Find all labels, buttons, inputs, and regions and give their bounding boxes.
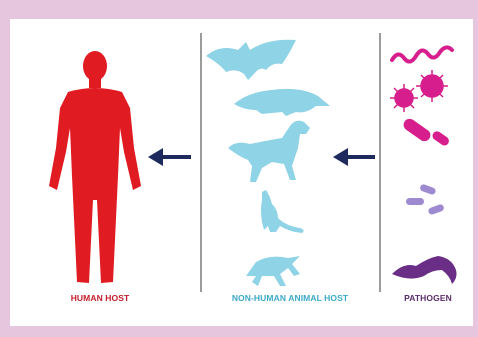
rat-icon [261, 190, 304, 233]
rod-bacteria-icon [401, 116, 450, 147]
anteater-icon [234, 89, 330, 116]
human-host-label: HUMAN HOST [40, 293, 160, 303]
arrow-left-icon [148, 148, 191, 166]
protozoan-icon [392, 256, 457, 284]
dog-icon [228, 121, 310, 182]
arrow-left-icon [333, 148, 375, 166]
virus-icon [390, 70, 448, 112]
spiral-bacteria-icon [392, 47, 452, 61]
cricket-icon [246, 256, 300, 286]
animal-host-label: NON-HUMAN ANIMAL HOST [205, 293, 375, 303]
pathogen-label: PATHOGEN [388, 293, 468, 303]
small-rod-bacteria-icon [406, 183, 445, 215]
human-silhouette-icon [49, 51, 141, 283]
bat-icon [206, 40, 296, 80]
